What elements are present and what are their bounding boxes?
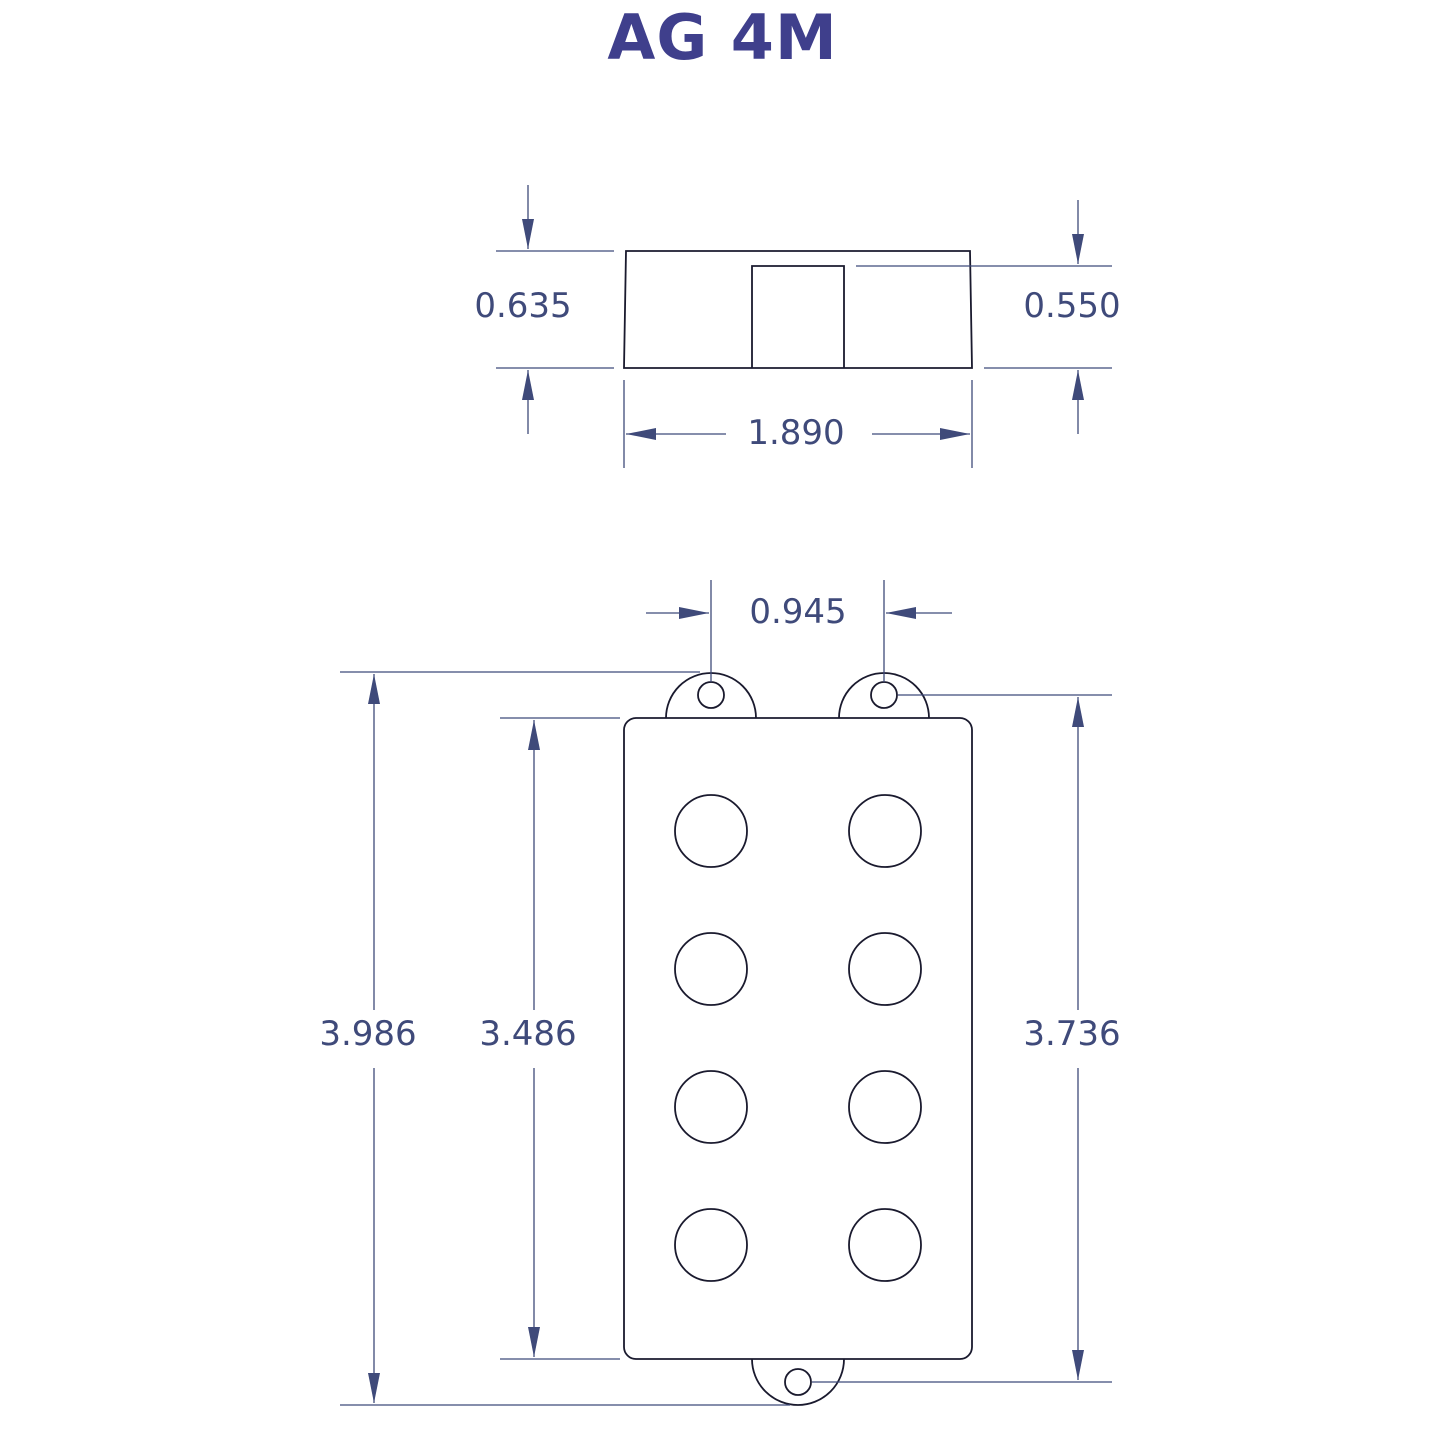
dimension-height-right: [856, 200, 1112, 434]
pole-piece: [674, 1208, 748, 1282]
pole-piece: [674, 794, 748, 868]
dimension-body-length: [500, 717, 620, 1360]
dimension-label-height-right: 0.550: [1023, 286, 1120, 326]
page-title: AG 4M: [607, 1, 838, 74]
dimension-height-left: [496, 185, 614, 434]
mounting-ear-bottom: [751, 1358, 845, 1406]
pole-piece: [674, 932, 748, 1006]
dimension-label-height-left: 0.635: [474, 286, 571, 326]
side-view-cover-window: [751, 265, 845, 368]
pole-piece: [848, 1208, 922, 1282]
dimension-width: [623, 380, 973, 468]
dimension-ear-spacing: [646, 580, 952, 682]
side-view: 0.635 0.550 1.890: [474, 185, 1121, 468]
top-view: 0.945 3.986 3.486 3.736: [319, 580, 1121, 1406]
dimension-label-overall-length: 3.986: [319, 1014, 416, 1054]
mounting-hole-top-right: [870, 681, 898, 709]
dimension-overall-length: [340, 671, 790, 1406]
pole-piece: [848, 1070, 922, 1144]
pole-piece: [848, 932, 922, 1006]
dimension-label-body-length: 3.486: [479, 1014, 576, 1054]
dimension-label-ear-to-ear-length: 3.736: [1023, 1014, 1120, 1054]
dimension-ear-to-ear-length: [812, 694, 1112, 1383]
pole-piece: [848, 794, 922, 868]
mounting-hole-bottom: [784, 1368, 812, 1396]
pickup-body-outline: [623, 717, 973, 1360]
dimension-label-ear-spacing: 0.945: [749, 592, 846, 632]
mounting-hole-top-left: [697, 681, 725, 709]
pole-piece: [674, 1070, 748, 1144]
side-view-body-outline: [623, 250, 973, 369]
pole-pieces: [674, 794, 922, 1282]
dimension-label-width: 1.890: [747, 413, 844, 453]
